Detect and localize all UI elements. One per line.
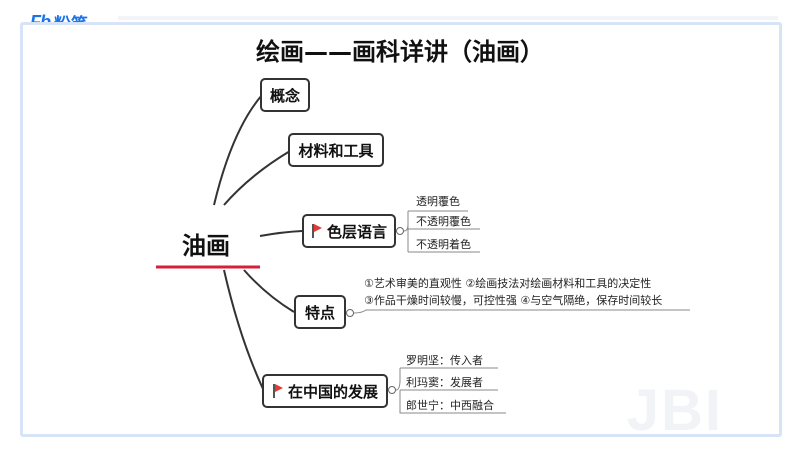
watermark: JBI (626, 378, 723, 443)
feature-line: ③作品干燥时间较慢，可控性强 ④与空气隔绝，保存时间较长 (364, 294, 663, 307)
branch-china-label: 在中国的发展 (287, 382, 378, 401)
color-layer-item: 透明覆色 (416, 195, 460, 208)
china-item: 郎世宁：中西融合 (406, 399, 494, 412)
connector-china (223, 269, 265, 392)
branch-concept-label: 概念 (269, 86, 300, 105)
slide-title: 绘画——画科详讲（油画） (256, 38, 544, 66)
branch-color-layer-label: 色层语言 (326, 222, 387, 241)
flag-icon (272, 383, 284, 399)
connector-materials (223, 150, 291, 206)
root-node: 油画 (182, 232, 230, 260)
china-collapse-dot (388, 386, 396, 394)
branch-color-layer[interactable]: 色层语言 (302, 214, 396, 248)
connector-color-layer (259, 230, 303, 237)
branch-concept[interactable]: 概念 (260, 78, 310, 112)
feature-line: ①艺术审美的直观性 ②绘画技法对绘画材料和工具的决定性 (364, 277, 652, 290)
flag-icon (311, 223, 323, 239)
color-layer-item: 不透明覆色 (416, 215, 471, 228)
china-item: 利玛窦：发展者 (406, 376, 483, 389)
top-divider (118, 16, 778, 20)
branch-features[interactable]: 特点 (294, 295, 346, 329)
branch-materials[interactable]: 材料和工具 (288, 133, 384, 167)
connector-concept (213, 94, 263, 206)
connector-features (243, 269, 295, 313)
branch-materials-label: 材料和工具 (298, 141, 374, 160)
branch-features-label: 特点 (304, 303, 335, 322)
china-item: 罗明坚：传入者 (406, 354, 483, 367)
color-layer-item: 不透明着色 (416, 238, 471, 251)
features-collapse-dot (346, 309, 354, 317)
branch-china[interactable]: 在中国的发展 (262, 374, 388, 408)
color-layer-collapse-dot (396, 227, 404, 235)
